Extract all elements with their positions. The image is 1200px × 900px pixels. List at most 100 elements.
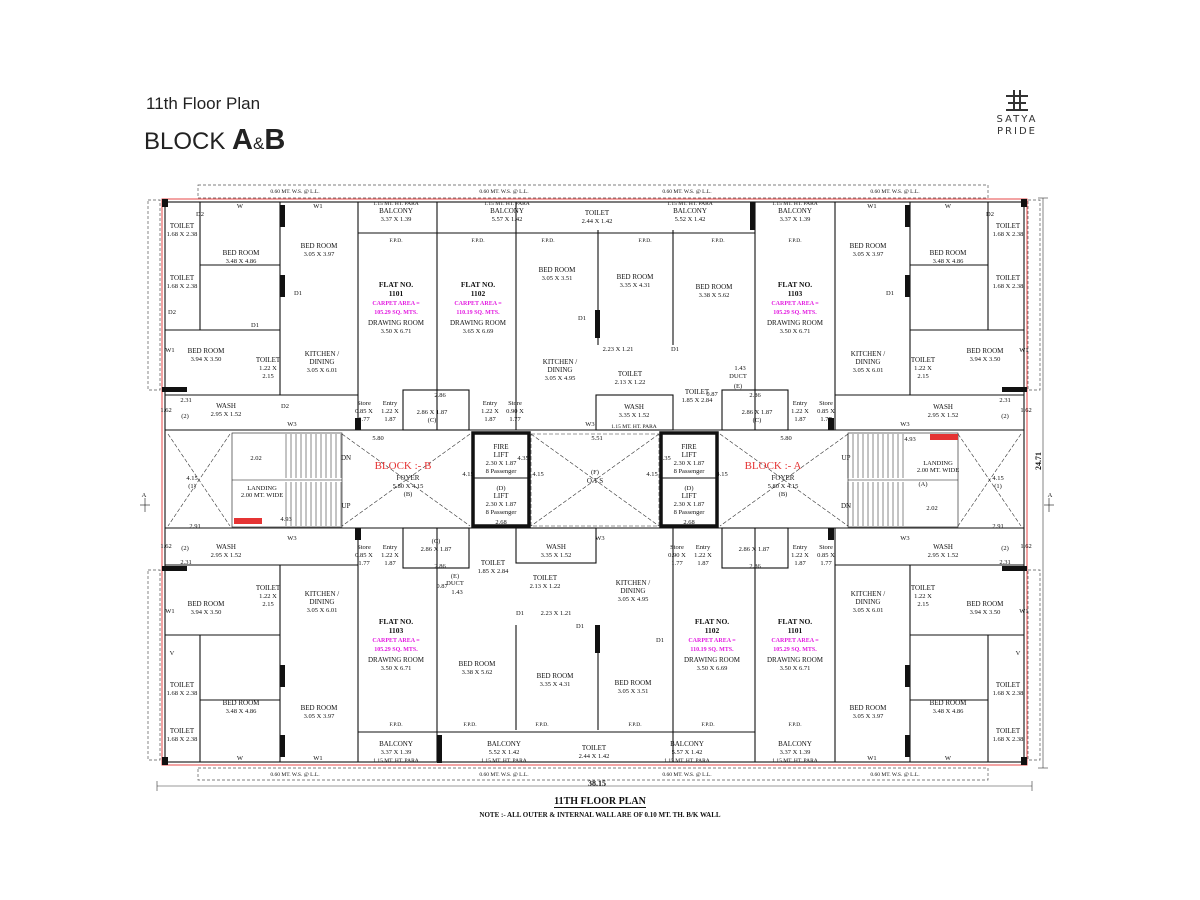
dim-580-right: 5.80 — [780, 435, 791, 442]
mark-2-tr: (2) — [1001, 413, 1009, 420]
store-tl: Store — [357, 400, 371, 407]
dim-415-r: 4.15 — [992, 475, 1003, 482]
mark-d1-2: D1 — [251, 322, 259, 329]
arrow-a-right: A — [1048, 492, 1053, 499]
store-tm: Store — [508, 400, 522, 407]
foyer-left-size: 5.80 X 4.15 — [393, 483, 424, 490]
toilet-bl2-size: 1.68 X 2.38 — [167, 690, 198, 697]
dim-286-bl: 2.86 — [434, 563, 446, 570]
dim-291-left: 2.91 — [189, 523, 200, 530]
bedroom-tl1: BED ROOM — [223, 249, 261, 257]
kitchen-br: KITCHEN / — [851, 590, 885, 598]
logo-line-1: SATYA — [996, 114, 1038, 125]
dim-231-tl: 2.31 — [180, 397, 191, 404]
c-bl: 2.86 X 1.87 — [421, 546, 452, 553]
foyer-right-mark: (B) — [779, 491, 788, 498]
staircases — [231, 432, 959, 528]
para-7: 1.15 MT. HT. PARA — [481, 758, 526, 764]
c-tr: 2.86 X 1.87 — [742, 409, 773, 416]
entry-bm-s2: 1.87 — [697, 560, 709, 567]
flat-1103-bot-label: FLAT NO. — [379, 617, 413, 626]
toilet-tr2-size: 1.68 X 2.38 — [993, 283, 1024, 290]
bedroom-tr3: BED ROOM — [930, 249, 968, 257]
flat-1103-bot-num: 1103 — [389, 626, 404, 635]
bedroom-bm3: BED ROOM — [615, 679, 653, 687]
fpd-11: F.P.D. — [701, 722, 715, 728]
store-tr-s2: 1.77 — [820, 416, 832, 423]
flat-1102-top-area: 110.19 SQ. MTS. — [456, 310, 500, 316]
mark-d2-1: D2 — [196, 211, 204, 218]
mark-1-l: (1) — [188, 483, 196, 490]
c-tr-mark: (C) — [753, 417, 762, 424]
drawing-tr-size: 3.50 X 6.71 — [780, 328, 811, 335]
ws-bot-right: 0.60 MT. W.S. @ L.L. — [870, 772, 920, 778]
fpd-7: F.P.D. — [389, 722, 403, 728]
c-bl-mark: (C) — [432, 538, 441, 545]
entry-bl: Entry — [383, 544, 398, 551]
mark-w1-7: W1 — [165, 608, 174, 615]
bedroom-br2-size: 3.05 X 3.97 — [853, 713, 884, 720]
drawing-br: DRAWING ROOM — [767, 656, 824, 664]
wash-tr: WASH — [933, 403, 953, 411]
ws-top-left: 0.60 MT. W.S. @ L.L. — [270, 189, 320, 195]
entry-bl-s2: 1.87 — [384, 560, 396, 567]
flat-1103-top-num: 1103 — [788, 289, 803, 298]
lift-right-pass: 8 Passenger — [674, 509, 706, 516]
logo-text: SATYA PRIDE — [982, 114, 1052, 138]
drawing-tm-size: 3.65 X 6.69 — [463, 328, 494, 335]
balcony-tl-size: 3.37 X 1.39 — [381, 216, 412, 223]
flat-1102-top-label: FLAT NO. — [461, 280, 495, 289]
entry-tr: Entry — [793, 400, 808, 407]
wash-bl: WASH — [216, 543, 236, 551]
bedroom-tl3: BED ROOM — [188, 347, 226, 355]
bedroom-bl3-size: 3.05 X 3.97 — [304, 713, 335, 720]
entry-tm-s2: 1.87 — [484, 416, 496, 423]
toilet-tr1: TOILET — [996, 222, 1021, 230]
toilet-br1: TOILET — [911, 584, 936, 592]
kitchen-tm-size: 3.05 X 4.95 — [545, 375, 576, 382]
mark-w1-1: W1 — [313, 203, 322, 210]
dim-415-l: 4.15 — [186, 475, 197, 482]
kitchen-tl-size: 3.05 X 6.01 — [307, 367, 338, 374]
flat-1101-bot-label: FLAT NO. — [778, 617, 812, 626]
dim-268-left: 2.68 — [495, 519, 506, 526]
flat-1102-bot-num: 1102 — [705, 626, 720, 635]
wash-bm: WASH — [546, 543, 566, 551]
bedroom-bm2-size: 3.35 X 4.31 — [540, 681, 571, 688]
para-2: 1.15 MT. HT. PARA — [484, 201, 529, 207]
flat-1101-bot-area: 105.29 SQ. MTS. — [773, 647, 817, 653]
toilet-bl1: TOILET — [256, 584, 281, 592]
toilet-bm1: TOILET — [481, 559, 506, 567]
mark-w1-4: W1 — [1019, 347, 1028, 354]
dim-291-right: 2.91 — [992, 523, 1003, 530]
toilet-bm3: TOILET — [582, 744, 607, 752]
toilet-tm2-size: 2.13 X 1.22 — [615, 379, 646, 386]
dim-268-right: 2.68 — [683, 519, 694, 526]
kitchen-tm: KITCHEN / — [543, 358, 577, 366]
fpd-1: F.P.D. — [389, 238, 403, 244]
stair-dn-right: DN — [841, 502, 851, 510]
wall-piers — [162, 199, 1027, 765]
entry-tm-s1: 1.22 X — [481, 408, 499, 415]
mark-a: (A) — [918, 481, 927, 488]
bedroom-tr1-size: 3.38 X 5.62 — [699, 292, 730, 299]
toilet-tr3-s1: 1.22 X — [914, 365, 932, 372]
bedroom-br1-size: 3.94 X 3.50 — [970, 609, 1001, 616]
balcony-bm1-size: 5.52 X 1.42 — [489, 749, 520, 756]
toilet-br1-s2: 2.15 — [917, 601, 928, 608]
wash-tl: WASH — [216, 402, 236, 410]
ws-bot-mid: 0.60 MT. W.S. @ L.L. — [479, 772, 529, 778]
balcony-tm-size: 5.57 X 1.42 — [492, 216, 523, 223]
fpd-10: F.P.D. — [628, 722, 642, 728]
toilet-br2: TOILET — [996, 681, 1021, 689]
duct-bl: DUCT — [446, 580, 464, 587]
ots-cross — [167, 433, 1022, 527]
dim-286-tr: 2.86 — [749, 392, 761, 399]
kitchen-bl: KITCHEN / — [305, 590, 339, 598]
block-a-label: BLOCK :- A — [745, 460, 802, 472]
mark-w3-4: W3 — [287, 535, 296, 542]
flat-1103-bot-area: 105.29 SQ. MTS. — [374, 647, 418, 653]
bedroom-bm1: BED ROOM — [459, 660, 497, 668]
mark-2-tl: (2) — [181, 413, 189, 420]
store-tm-s2: 1.77 — [509, 416, 521, 423]
